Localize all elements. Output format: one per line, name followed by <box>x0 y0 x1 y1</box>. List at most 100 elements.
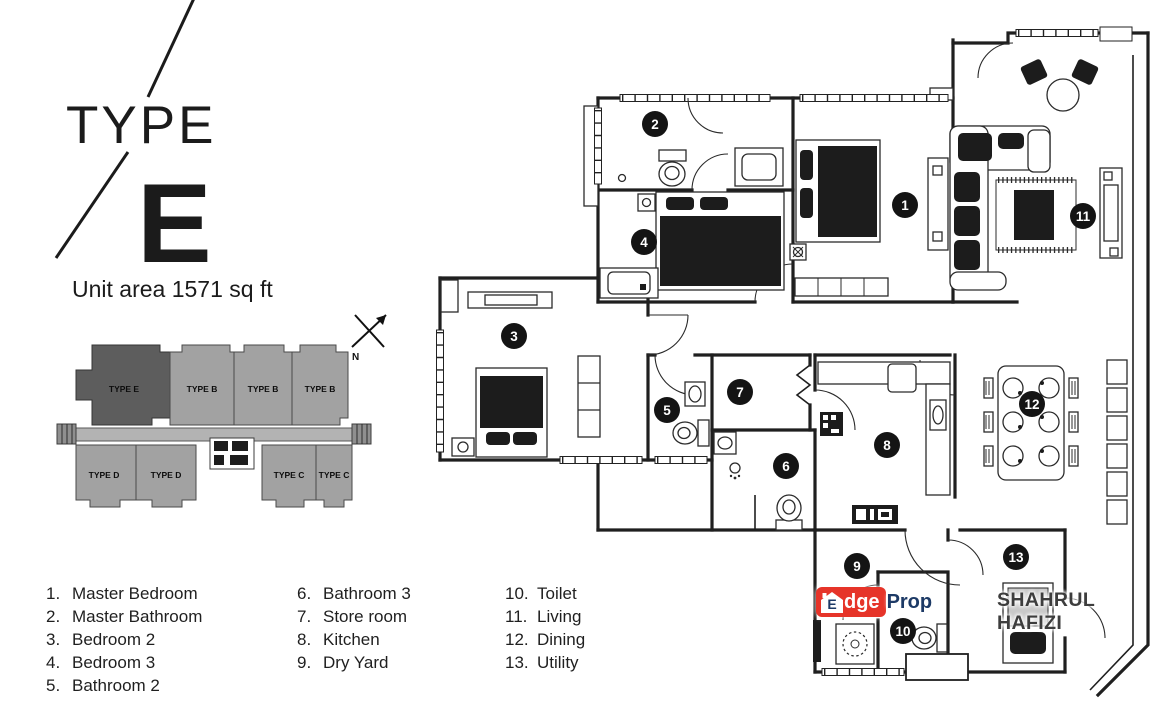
title-slash-bottom <box>54 151 130 259</box>
room-badge: 12 <box>1019 391 1045 417</box>
svg-text:12: 12 <box>1024 397 1039 412</box>
dining-furniture <box>983 365 1079 481</box>
legend-item: 2.Master Bathroom <box>46 607 203 626</box>
ac-ledge <box>440 279 459 313</box>
svg-text:7: 7 <box>736 385 744 400</box>
living-furniture <box>949 59 1128 525</box>
svg-text:TYPE C: TYPE C <box>319 470 350 480</box>
legend-item: 8.Kitchen <box>297 630 380 649</box>
svg-text:9: 9 <box>853 559 861 574</box>
legend-item: 11.Living <box>505 607 582 626</box>
balcony-planters <box>1106 359 1128 525</box>
legend-item: 12.Dining <box>505 630 586 649</box>
legend-item: 5.Bathroom 2 <box>46 676 160 695</box>
washing-machine-icon <box>835 623 875 665</box>
svg-text:5: 5 <box>663 403 671 418</box>
compass-label: N <box>352 352 359 363</box>
room-badge: 4 <box>631 229 657 255</box>
legend-item: 10.Toilet <box>505 584 577 603</box>
balcony-notch <box>1099 26 1133 42</box>
bedroom2-furniture <box>451 291 601 458</box>
title-slash-top <box>146 0 195 98</box>
dining-chairs <box>983 377 1079 467</box>
room-badge: 3 <box>501 323 527 349</box>
shower-icon <box>729 462 741 480</box>
ceiling-fan-icon <box>789 243 807 261</box>
room-badge: 9 <box>844 553 870 579</box>
room-badge: 8 <box>874 432 900 458</box>
svg-text:11: 11 <box>1076 209 1091 224</box>
title-unit-letter: E <box>137 161 212 286</box>
balcony-table-set <box>1020 59 1099 112</box>
bathroom3-fixtures <box>713 431 803 531</box>
room-number-badges: 1 2 3 4 5 6 7 8 9 10 11 12 13 <box>501 111 1096 644</box>
room-badge: 6 <box>773 453 799 479</box>
plan-windows <box>436 29 1099 676</box>
svg-text:10: 10 <box>895 624 910 639</box>
svg-text:TYPE B: TYPE B <box>187 384 218 394</box>
stove-icon <box>852 505 898 524</box>
logo-text-suffix: Prop <box>886 590 933 613</box>
title-type-word: TYPE <box>66 96 216 155</box>
title-block: TYPE E Unit area 1571 sq ft <box>54 0 273 302</box>
svg-text:3: 3 <box>510 329 518 344</box>
kitchen-fixtures <box>817 361 951 524</box>
legend-item: 9.Dry Yard <box>297 653 389 672</box>
room-badge: 5 <box>654 397 680 423</box>
sliding-door <box>1099 167 1123 259</box>
room-badge: 1 <box>892 192 918 218</box>
room-badge: 2 <box>642 111 668 137</box>
svg-text:TYPE B: TYPE B <box>305 384 336 394</box>
hob-icon <box>820 412 843 436</box>
legend-item: 1.Master Bedroom <box>46 584 198 603</box>
site-block-type-b3: TYPE B <box>291 344 349 426</box>
legend-item: 3.Bedroom 2 <box>46 630 156 649</box>
svg-text:4: 4 <box>640 235 648 250</box>
svg-text:TYPE E: TYPE E <box>109 384 140 394</box>
bathroom2-fixtures <box>672 381 710 447</box>
svg-text:E: E <box>827 596 836 612</box>
svg-text:TYPE B: TYPE B <box>248 384 279 394</box>
water-heater-icon <box>1002 582 1054 664</box>
edgeprop-logo: E dge Prop <box>816 587 932 617</box>
rug <box>995 177 1077 253</box>
site-block-type-d2: TYPE D <box>135 444 197 508</box>
north-compass-icon: N <box>351 314 387 363</box>
bedroom3-furniture <box>599 191 785 299</box>
legend-item: 13.Utility <box>505 653 579 672</box>
house-icon: E <box>821 591 843 613</box>
louvre-window <box>813 620 821 662</box>
room-badge: 13 <box>1003 544 1029 570</box>
site-stair-right <box>351 423 372 445</box>
svg-text:TYPE D: TYPE D <box>151 470 182 480</box>
site-block-type-c2: TYPE C <box>315 444 353 508</box>
logo-text-mid: dge <box>844 590 880 613</box>
svg-text:2: 2 <box>651 117 659 132</box>
svg-text:8: 8 <box>883 438 891 453</box>
site-lift-core <box>209 437 255 470</box>
master-bedroom-furniture <box>789 139 949 297</box>
site-stair-left <box>56 423 77 445</box>
legend-item: 6.Bathroom 3 <box>297 584 411 603</box>
site-key-plan: N TYPE E TYPE <box>56 314 387 508</box>
site-block-type-b2: TYPE B <box>233 344 293 426</box>
svg-text:6: 6 <box>782 459 790 474</box>
room-badge: 7 <box>727 379 753 405</box>
legend-item: 4.Bedroom 3 <box>46 653 156 672</box>
svg-text:1: 1 <box>901 198 909 213</box>
room-badge: 11 <box>1070 203 1096 229</box>
legend-item: 7.Store room <box>297 607 408 626</box>
edgeprop-logo-red-box: E dge <box>816 587 886 617</box>
site-block-type-b1: TYPE B <box>169 344 235 426</box>
service-rooms-fixtures <box>835 582 1054 681</box>
legend-column-1: 1.Master Bedroom 2.Master Bathroom 3.Bed… <box>46 582 202 697</box>
svg-text:TYPE C: TYPE C <box>274 470 305 480</box>
site-block-type-e: TYPE E <box>75 344 171 426</box>
svg-text:13: 13 <box>1008 550 1024 565</box>
toilet-wc-icon <box>911 623 948 653</box>
entrance-step <box>905 653 969 681</box>
room-badge: 10 <box>890 618 916 644</box>
master-bathroom-fixtures <box>617 147 784 187</box>
